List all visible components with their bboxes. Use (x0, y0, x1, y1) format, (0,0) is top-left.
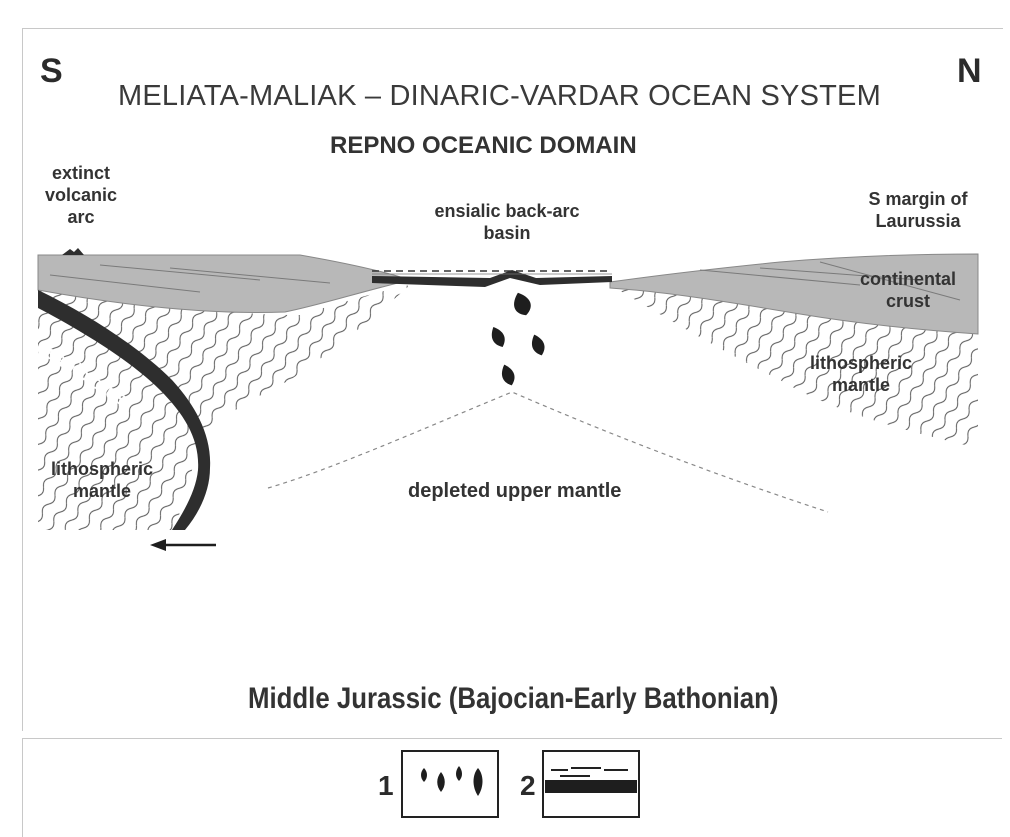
domain-title: REPNO OCEANIC DOMAIN (330, 132, 637, 159)
ocean-system-title: MELIATA-MALIAK – DINARIC-VARDAR OCEAN SY… (118, 80, 881, 112)
legend-box-1 (401, 750, 499, 818)
lithospheric-mantle-right-label: lithospheric mantle (809, 353, 912, 395)
laurussia-label: S margin of Laurussia (868, 189, 968, 231)
continental-crust-label: continental crust (859, 269, 956, 311)
back-arc-oceanic-crust (372, 270, 612, 287)
volcanic-arc-peak (62, 248, 84, 255)
depleted-mantle-boundary (267, 391, 829, 513)
subduction-arrow (150, 539, 216, 551)
oceanic-crust-slab (38, 290, 211, 530)
magma-droplets-icon (421, 766, 483, 796)
lithospheric-mantle-left-label: lithospheric mantle (50, 459, 153, 501)
sediment-crust-layer-icon (545, 767, 637, 793)
back-arc-basin-label: ensialic back-arc basin (434, 201, 580, 243)
magma-droplets (491, 292, 545, 386)
legend-number-2: 2 (520, 770, 536, 801)
continental-crust-right (609, 253, 979, 335)
legend-box-2 (542, 750, 640, 818)
depleted-mantle-label: depleted upper mantle (408, 480, 622, 502)
legend-left-border (22, 738, 23, 837)
figure-frame (22, 28, 1003, 731)
geologic-period-title: Middle Jurassic (Bajocian-Early Bathonia… (248, 682, 779, 715)
direction-north: N (957, 52, 982, 90)
continental-crust-left (37, 254, 412, 314)
extinct-arc-label: extinct volcanic arc (44, 163, 118, 227)
legend-number-1: 1 (378, 770, 394, 801)
legend-divider (22, 738, 1002, 739)
direction-south: S (40, 52, 63, 90)
